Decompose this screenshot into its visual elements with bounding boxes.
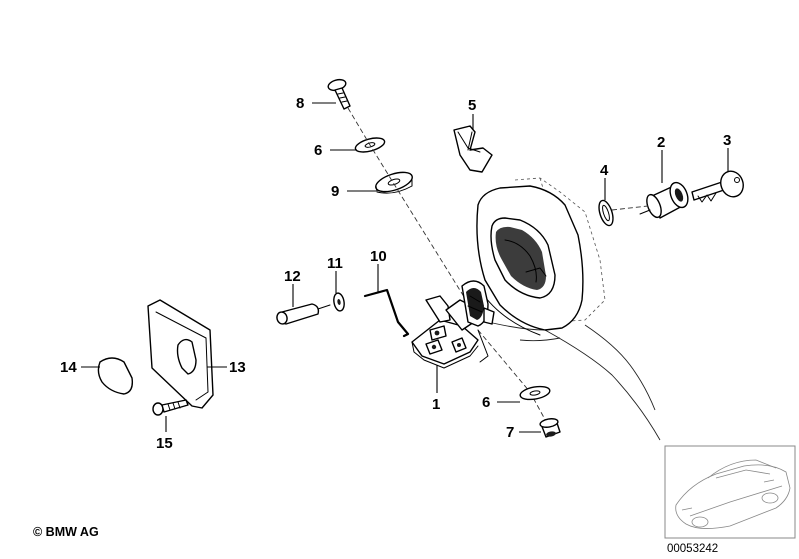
callout-13: 13 xyxy=(229,359,246,376)
wire-rod-part-10[interactable] xyxy=(363,288,410,338)
callout-10: 10 xyxy=(370,248,387,265)
callout-5: 5 xyxy=(468,97,476,114)
callout-7: 7 xyxy=(506,424,514,441)
screw-part-15[interactable] xyxy=(152,399,189,416)
callout-8: 8 xyxy=(296,95,304,112)
washer-part-6-lower[interactable] xyxy=(519,384,551,401)
vehicle-thumbnail xyxy=(664,445,796,539)
key-part-3[interactable] xyxy=(691,168,747,203)
callout-12: 12 xyxy=(284,268,301,285)
copyright-label: © BMW AG xyxy=(33,525,99,539)
callout-14: 14 xyxy=(60,359,77,376)
washer-part-11[interactable] xyxy=(333,292,346,312)
callout-9: 9 xyxy=(331,183,339,200)
diagram-reference-number: 00053242 xyxy=(667,543,718,555)
callout-11: 11 xyxy=(327,255,343,272)
callout-3: 3 xyxy=(723,132,731,149)
callout-4: 4 xyxy=(600,162,609,179)
rubber-plunger-part-12[interactable] xyxy=(276,303,331,325)
lock-cylinder-part-2[interactable] xyxy=(639,180,691,219)
fuel-filler-housing xyxy=(476,177,606,336)
cover-plate-part-13[interactable] xyxy=(147,299,214,409)
spring-clip-part-5[interactable] xyxy=(453,125,493,173)
body-panel-lines xyxy=(479,319,661,441)
seal-ring-part-4[interactable] xyxy=(596,199,615,227)
rubber-washer-part-9[interactable] xyxy=(373,169,414,196)
bolt-part-8[interactable] xyxy=(327,78,351,110)
foam-pad-part-14[interactable] xyxy=(97,357,134,395)
callout-labels: 8 6 9 5 4 2 3 10 11 12 13 14 15 1 6 7 xyxy=(60,95,731,452)
grommet-part-7[interactable] xyxy=(539,417,561,438)
leader-lines xyxy=(81,102,729,433)
callout-2: 2 xyxy=(657,134,665,151)
callout-6-lower: 6 xyxy=(482,394,490,411)
assembly-axis-cylinder xyxy=(611,205,649,211)
callout-15: 15 xyxy=(156,435,173,452)
lock-mechanism-part-1[interactable] xyxy=(411,280,495,369)
callout-1: 1 xyxy=(432,396,440,413)
assembly-axis-upper xyxy=(347,107,467,301)
callout-6-upper: 6 xyxy=(314,142,322,159)
